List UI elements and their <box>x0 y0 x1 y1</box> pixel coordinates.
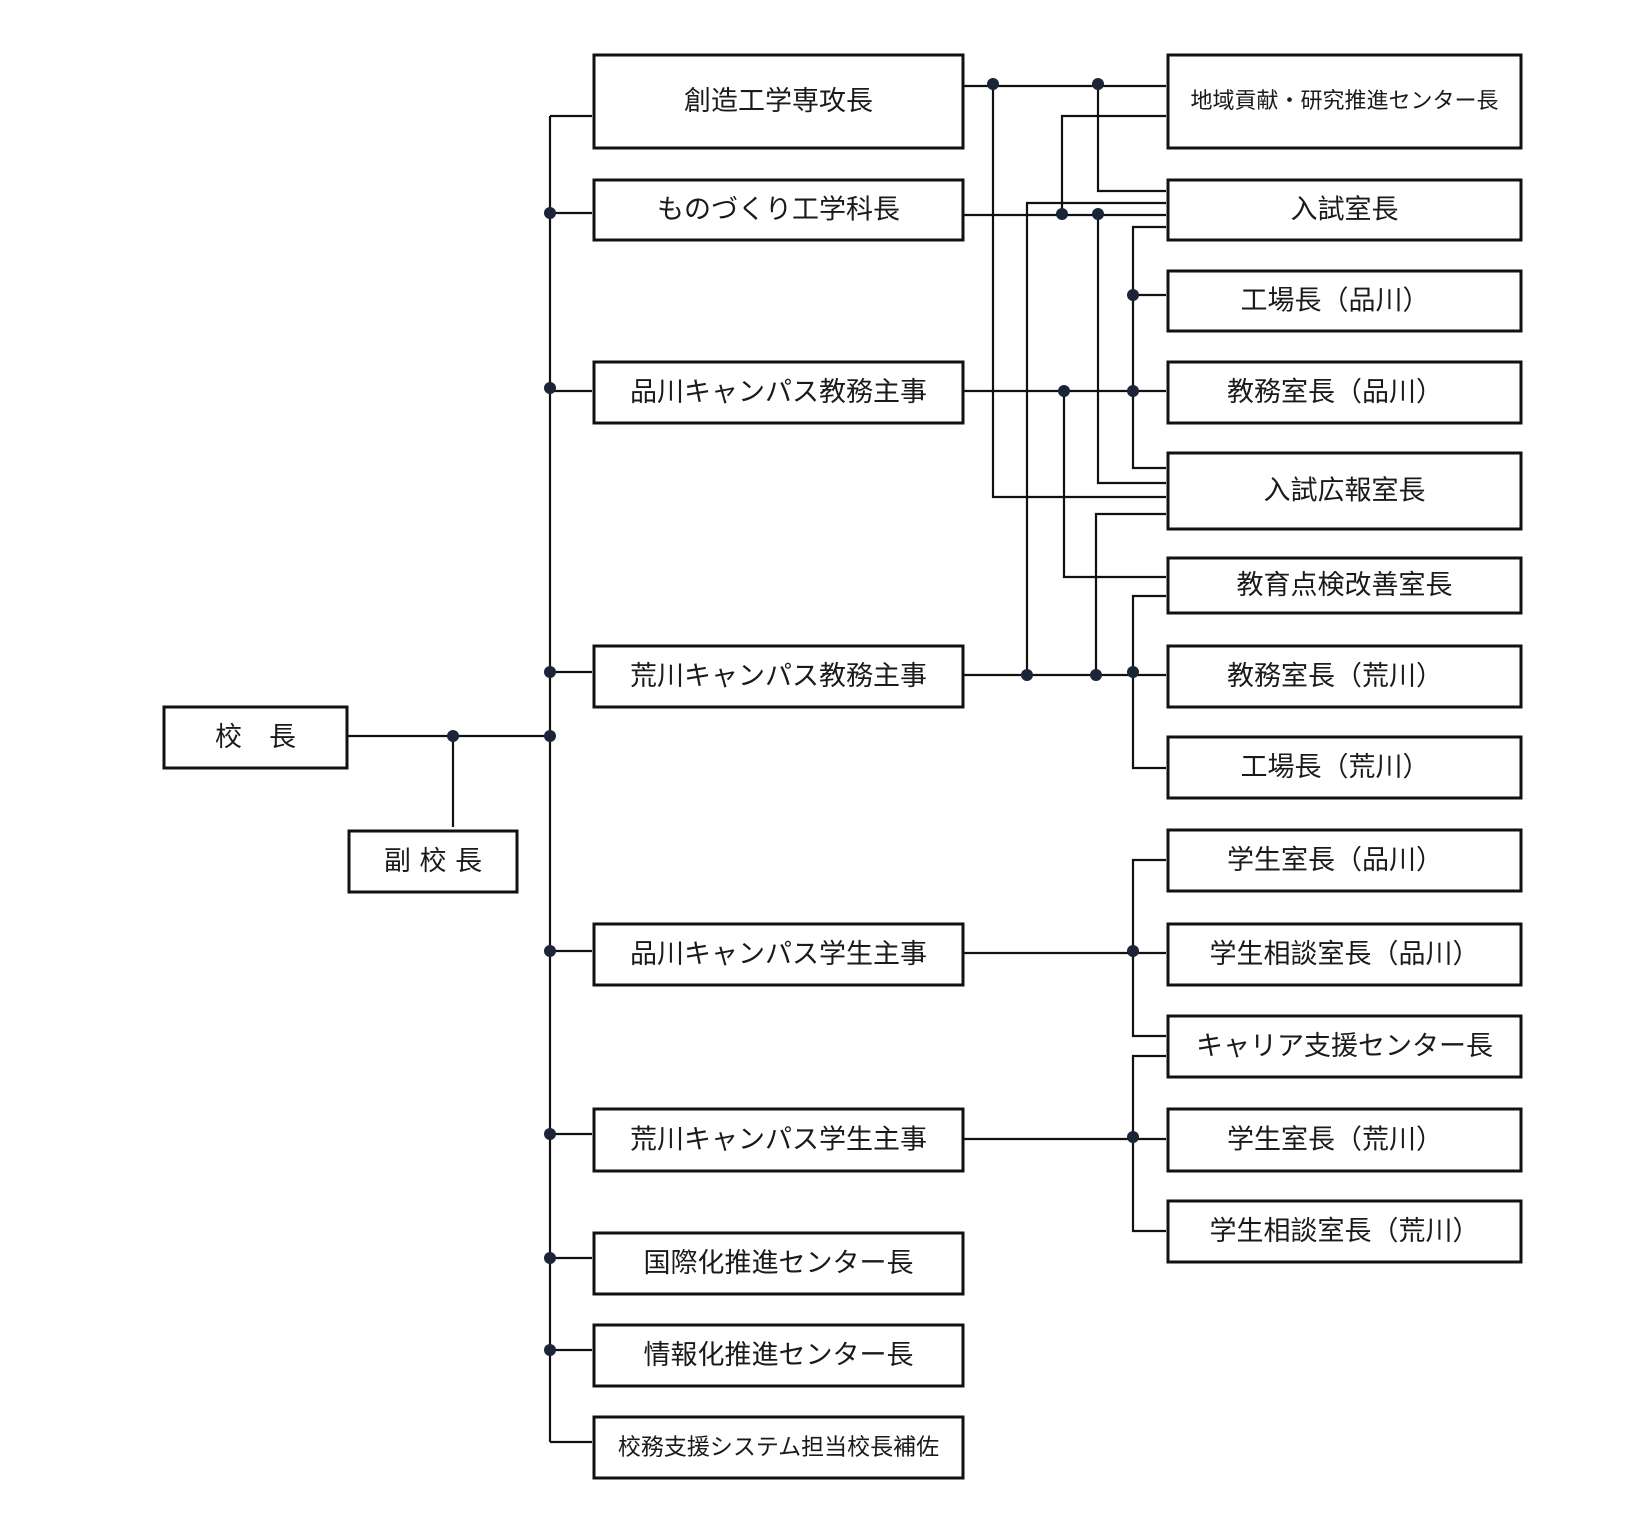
box-education-review-office: 教育点検改善室長 <box>1166 556 1523 615</box>
box-label: 荒川キャンパス学生主事 <box>630 1125 927 1156</box>
box-sozo-chief: 創造工学専攻長 <box>592 53 965 150</box>
junction-dot <box>544 945 556 957</box>
box-monozukuri-chief: ものづくり工学科長 <box>592 178 965 242</box>
junction-dot <box>1090 669 1102 681</box>
box-label: 荒川キャンパス教務主事 <box>630 661 927 692</box>
box-label: 品川キャンパス学生主事 <box>630 939 927 970</box>
box-student-office-arakawa: 学生室長（荒川） <box>1166 1107 1523 1173</box>
junction-dot <box>544 382 556 394</box>
line-arakawa-student-bracket <box>1131 1054 1166 1233</box>
box-label: 入試室長 <box>1291 195 1399 226</box>
junction-dot <box>544 1128 556 1140</box>
box-label: 品川キャンパス教務主事 <box>630 377 927 408</box>
box-shinagawa-student: 品川キャンパス学生主事 <box>592 922 965 987</box>
junction-dot <box>1092 208 1104 220</box>
line-sozo-admission-pr <box>991 84 1166 499</box>
junction-dot <box>1127 289 1139 301</box>
box-counseling-shinagawa: 学生相談室長（品川） <box>1166 922 1523 987</box>
box-label: 学生室長（荒川） <box>1227 1125 1443 1156</box>
box-label: 学生相談室長（品川） <box>1210 939 1480 970</box>
junction-dot <box>1127 945 1139 957</box>
box-arakawa-academic: 荒川キャンパス教務主事 <box>592 644 965 709</box>
junction-dot <box>544 730 556 742</box>
box-regional-center: 地域貢献・研究推進センター長 <box>1166 53 1523 150</box>
junction-dots <box>447 78 1139 1356</box>
line-arakawa-group-bracket <box>1131 594 1166 770</box>
box-label: 教育点検改善室長 <box>1237 570 1453 601</box>
junction-dot <box>447 730 459 742</box>
box-label: キャリア支援センター長 <box>1196 1031 1493 1062</box>
box-label: 副 校 長 <box>384 846 482 877</box>
box-label: 工場長（品川） <box>1241 286 1430 317</box>
box-intl-center: 国際化推進センター長 <box>592 1231 965 1296</box>
box-label: 校務支援システム担当校長補佐 <box>618 1435 939 1461</box>
box-label: 工場長（荒川） <box>1241 752 1430 783</box>
junction-dot <box>1056 208 1068 220</box>
line-shinagawa-education-review <box>1062 391 1166 579</box>
box-label: 学生室長（品川） <box>1227 845 1443 876</box>
box-label: 地域貢献・研究推進センター長 <box>1190 89 1498 114</box>
box-label: 国際化推進センター長 <box>644 1248 914 1279</box>
box-info-center: 情報化推進センター長 <box>592 1323 965 1388</box>
box-label: 教務室長（荒川） <box>1227 661 1443 692</box>
junction-dot <box>987 78 999 90</box>
box-student-office-shinagawa: 学生室長（品川） <box>1166 828 1523 893</box>
box-admission-pr-office: 入試広報室長 <box>1166 451 1523 531</box>
box-shinagawa-academic: 品川キャンパス教務主事 <box>592 360 965 425</box>
box-vice-principal: 副 校 長 <box>347 829 519 894</box>
box-system-assistant: 校務支援システム担当校長補佐 <box>592 1415 965 1480</box>
position-boxes: 校 長 副 校 長 創造工学専攻長 ものづくり工学科長 品川キャンパス教務主事 … <box>162 53 1523 1480</box>
junction-dot <box>544 207 556 219</box>
box-admission-office: 入試室長 <box>1166 178 1523 242</box>
box-arakawa-student: 荒川キャンパス学生主事 <box>592 1107 965 1173</box>
line-arakawa-admission-pr <box>1094 512 1166 675</box>
junction-dot <box>1127 1131 1139 1143</box>
box-label: 情報化推進センター長 <box>644 1340 914 1371</box>
junction-dot <box>544 1252 556 1264</box>
box-factory-arakawa: 工場長（荒川） <box>1166 735 1523 800</box>
box-career-center: キャリア支援センター長 <box>1166 1014 1523 1079</box>
box-label: 入試広報室長 <box>1264 476 1426 507</box>
junction-dot <box>1021 669 1033 681</box>
junction-dot <box>544 1344 556 1356</box>
line-shinagawa-group-bracket <box>1131 225 1166 470</box>
junction-dot <box>1092 78 1104 90</box>
junction-dot <box>1127 666 1139 678</box>
box-academic-office-arakawa: 教務室長（荒川） <box>1166 644 1523 709</box>
box-label: 学生相談室長（荒川） <box>1210 1216 1480 1247</box>
box-label: ものづくり工学科長 <box>657 195 900 226</box>
box-principal: 校 長 <box>162 705 349 770</box>
junction-dot <box>544 666 556 678</box>
line-arakawa-admission <box>1025 201 1166 675</box>
box-academic-office-shinagawa: 教務室長（品川） <box>1166 360 1523 425</box>
junction-dot <box>1058 385 1070 397</box>
box-factory-shinagawa: 工場長（品川） <box>1166 269 1523 333</box>
box-label: 創造工学専攻長 <box>684 86 873 117</box>
line-monozukuri-regional <box>1060 114 1166 214</box>
box-label: 校 長 <box>215 722 296 753</box>
line-sozo-admission <box>1096 84 1166 193</box>
line-monozukuri-admission-pr <box>1096 215 1166 485</box>
junction-dot <box>1127 385 1139 397</box>
box-counseling-arakawa: 学生相談室長（荒川） <box>1166 1199 1523 1264</box>
box-label: 教務室長（品川） <box>1227 377 1443 408</box>
